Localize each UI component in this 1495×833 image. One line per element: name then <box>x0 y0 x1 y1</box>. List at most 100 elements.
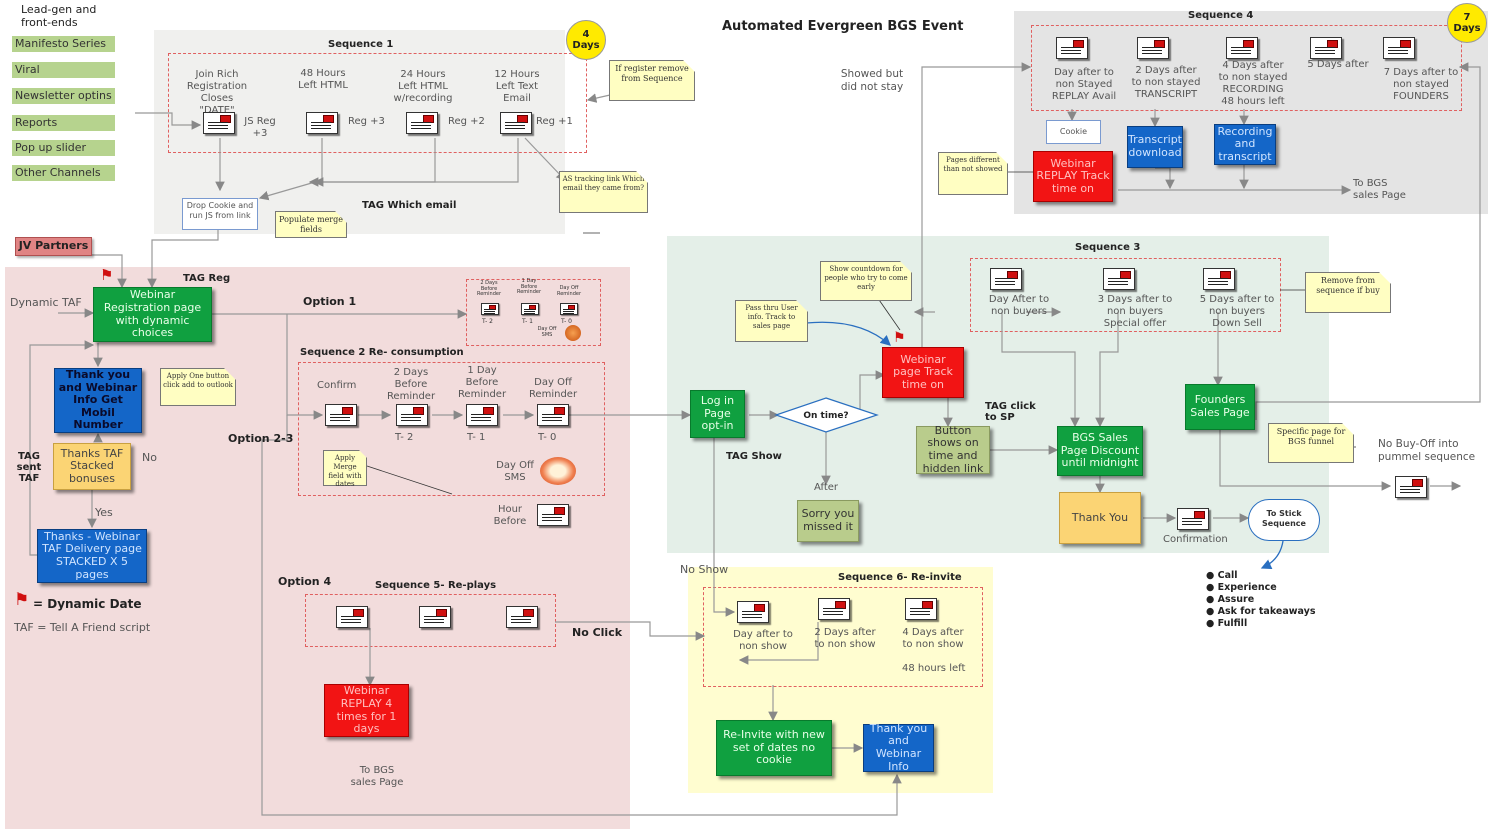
seq4-webinar-replay[interactable]: Webinar REPLAY Track time on <box>1033 151 1113 202</box>
opt1-mini1-icon[interactable] <box>481 303 499 315</box>
hour-before-icon[interactable] <box>537 504 569 526</box>
sequence1-badge-unit: Days <box>572 40 600 51</box>
seq1-email4-icon[interactable] <box>500 112 532 134</box>
sequence5-frame <box>305 594 556 647</box>
tag-click-sp: TAG click to SP <box>985 401 1036 423</box>
seq2-email3-text: Day Off Reminder <box>528 377 578 400</box>
seq6-thankyou[interactable]: Thank you and Webinar Info <box>863 722 934 772</box>
seq1-email2-icon[interactable] <box>306 112 338 134</box>
leadgen-heading: Lead-gen and front-ends <box>21 3 97 29</box>
reinvite-box[interactable]: Re-Invite with new set of dates no cooki… <box>716 720 832 776</box>
seq1-email3-icon[interactable] <box>406 112 438 134</box>
thankyou-webinar-info[interactable]: Thank you and Webinar Info Get Mobil Num… <box>54 368 142 433</box>
thanks-taf-stacked[interactable]: Thanks TAF Stacked bonuses <box>53 443 131 490</box>
seq6-email2-icon[interactable] <box>818 598 850 620</box>
sequence1-badge: 4 Days <box>566 20 606 60</box>
seq6-email2-text: 2 Days after to non show <box>814 627 876 650</box>
seq6-email1-icon[interactable] <box>737 601 769 623</box>
seq6-email3-icon[interactable] <box>905 598 937 620</box>
stick-sequence[interactable]: To Stick Sequence <box>1248 499 1320 541</box>
thanks-delivery-page[interactable]: Thanks - Webinar TAF Delivery page STACK… <box>37 529 147 583</box>
seq1-email3-text: 24 Hours Left HTML w/recording <box>393 69 453 104</box>
seq2-email3-icon[interactable] <box>537 404 569 426</box>
note-specific-page: Specific page for BGS funnel <box>1268 423 1354 463</box>
no-label: No <box>142 451 157 464</box>
note-countdown: Show countdown for people who try to com… <box>820 261 912 301</box>
recording-transcript[interactable]: Recording and transcript <box>1214 124 1276 165</box>
seq3-email2-icon[interactable] <box>1103 268 1135 290</box>
bullet-call: ● Call <box>1206 570 1238 581</box>
seq4-email3-icon[interactable] <box>1226 37 1258 59</box>
seq3-email1-icon[interactable] <box>990 268 1022 290</box>
bgs-sales-page[interactable]: BGS Sales Page Discount until midnight <box>1057 426 1143 476</box>
bullet-takeaways: ● Ask for takeaways <box>1206 606 1316 617</box>
channel-popup[interactable]: Pop up slider <box>12 140 115 156</box>
channel-manifesto[interactable]: Manifesto Series <box>12 36 115 52</box>
channel-reports[interactable]: Reports <box>12 115 115 131</box>
sorry-missed[interactable]: Sorry you missed it <box>797 500 859 542</box>
drop-cookie-box[interactable]: Drop Cookie and run JS from link <box>182 198 258 230</box>
bullet-assure: ● Assure <box>1206 594 1255 605</box>
jv-partners[interactable]: JV Partners <box>15 237 92 256</box>
confirmation-icon[interactable] <box>1177 508 1209 530</box>
opt1-mini3-text: Day Off Reminder <box>556 285 582 297</box>
seq4-email3-text: 4 Days after to non stayed RECORDING 48 … <box>1218 60 1288 107</box>
note-tracking-link: AS tracking link Which email they came f… <box>559 171 648 213</box>
stick-bullets: ● Call ● Experience ● Assure ● Ask for t… <box>1206 570 1316 630</box>
transcript-download[interactable]: Transcript download <box>1127 126 1183 168</box>
seq4-email2-icon[interactable] <box>1137 37 1169 59</box>
hidden-link-button[interactable]: Button shows on time and hidden link <box>916 424 990 474</box>
seq5-email1-icon[interactable] <box>336 606 368 628</box>
founders-sales-page[interactable]: Founders Sales Page <box>1185 384 1255 430</box>
seq5-to-bgs: To BGS sales Page <box>350 765 404 788</box>
seq4-email1-text: Day after to non Stayed REPLAY Avail <box>1051 67 1117 102</box>
seq1-email2-tag: Reg +3 <box>348 116 385 127</box>
seq1-email2-text: 48 Hours Left HTML <box>298 68 348 91</box>
seq1-email1-tag: JS Reg +3 <box>244 116 276 139</box>
tag-which-email: TAG Which email <box>362 200 457 211</box>
seq5-email2-icon[interactable] <box>419 606 451 628</box>
seq2-email2-icon[interactable] <box>466 404 498 426</box>
seq4-email1-icon[interactable] <box>1056 37 1088 59</box>
seq4-email4-text: 5 Days after <box>1307 59 1369 70</box>
opt1-sms-icon <box>565 325 581 341</box>
opt1-mini3-icon[interactable] <box>560 303 578 315</box>
pummel-email-icon[interactable] <box>1395 476 1427 498</box>
option4-label: Option 4 <box>278 575 332 588</box>
seq4-email5-icon[interactable] <box>1383 37 1415 59</box>
legend-dynamic-date: = Dynamic Date <box>33 597 142 611</box>
cookie-box[interactable]: Cookie <box>1046 120 1101 144</box>
yes-label: Yes <box>95 506 113 519</box>
seq3-email3-icon[interactable] <box>1203 268 1235 290</box>
thank-you-box[interactable]: Thank You <box>1059 492 1141 544</box>
sequence3-title: Sequence 3 <box>1075 242 1141 253</box>
seq6-email3-text: 4 Days after to non show <box>902 627 964 650</box>
login-page[interactable]: Log in Page opt-in <box>690 390 745 438</box>
bullet-experience: ● Experience <box>1206 582 1277 593</box>
webinar-registration-page[interactable]: Webinar Registration page with dynamic c… <box>93 287 212 342</box>
channel-other[interactable]: Other Channels <box>12 165 115 181</box>
bullet-fulfill: ● Fulfill <box>1206 618 1248 629</box>
sequence6-title: Sequence 6- Re-invite <box>838 572 962 583</box>
hour-before-text: Hour Before <box>493 504 527 527</box>
no-click-label: No Click <box>572 626 623 639</box>
seq1-email1-icon[interactable] <box>203 112 235 134</box>
note-pass-thru: Pass thru User info. Track to sales page <box>735 300 808 342</box>
seq4-to-bgs: To BGS sales Page <box>1353 178 1406 201</box>
channel-viral[interactable]: Viral <box>12 62 115 78</box>
showed-not-stay: Showed but did not stay <box>840 68 904 93</box>
seq3-email3-text: 5 Days after to non buyers Down Sell <box>1199 294 1275 329</box>
seq5-webinar-replay[interactable]: Webinar REPLAY 4 times for 1 days <box>324 684 409 737</box>
webinar-page-track[interactable]: Webinar page Track time on <box>882 347 964 398</box>
seq2-confirm: Confirm <box>317 380 357 391</box>
seq5-email3-icon[interactable] <box>506 606 538 628</box>
confirmation-label: Confirmation <box>1163 534 1228 545</box>
opt1-mini2-icon[interactable] <box>521 303 539 315</box>
seq2-email3-tag: T- 0 <box>538 432 557 443</box>
channel-newsletter[interactable]: Newsletter optins <box>12 88 115 104</box>
seq2-confirm-icon[interactable] <box>325 404 357 426</box>
seq4-email4-icon[interactable] <box>1310 37 1342 59</box>
seq2-email1-icon[interactable] <box>396 404 428 426</box>
note-merge-field: Apply Merge field with dates <box>323 450 367 486</box>
